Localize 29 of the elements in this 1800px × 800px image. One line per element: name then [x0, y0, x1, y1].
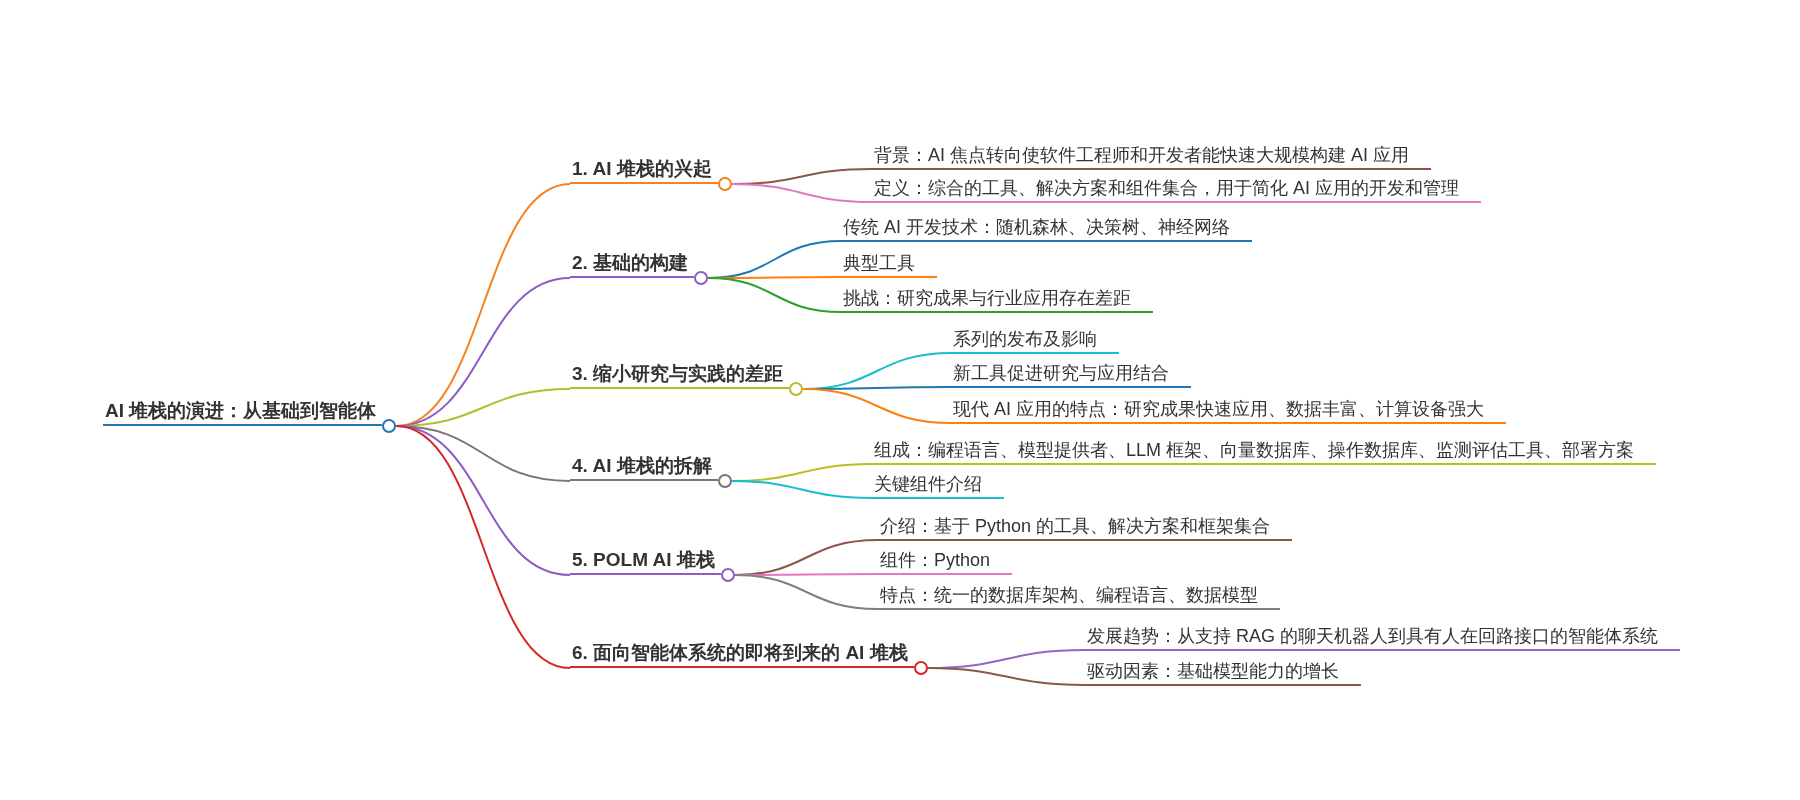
root-topic-label: AI 堆栈的演进：从基础到智能体: [103, 399, 383, 426]
topic-label: 驱动因素：基础模型能力的增长: [1085, 659, 1361, 686]
branch-topic-label: 4. AI 堆栈的拆解: [570, 454, 718, 481]
connector-line: [926, 667, 1086, 686]
connector-line: [730, 183, 873, 203]
topic-label: 组件：Python: [878, 548, 1013, 575]
branch-topic-label: 6. 面向智能体系统的即将到来的 AI 堆栈: [570, 641, 914, 668]
topic-label: 新工具促进研究与应用结合: [951, 361, 1191, 388]
topic-label: 挑战：研究成果与行业应用存在差距: [841, 286, 1153, 313]
topic-label: 介绍：基于 Python 的工具、解决方案和框架集合: [878, 514, 1293, 541]
topic-label: 背景：AI 焦点转向使软件工程师和开发者能快速大规模构建 AI 应用: [872, 143, 1432, 170]
branch-topic-label: 2. 基础的构建: [570, 251, 695, 278]
topic-label: 系列的发布及影响: [951, 327, 1119, 354]
connector-line: [730, 480, 873, 499]
topic-label: 发展趋势：从支持 RAG 的聊天机器人到具有人在回路接口的智能体系统: [1085, 624, 1680, 651]
topic-label: 特点：统一的数据库架构、编程语言、数据模型: [878, 583, 1280, 610]
connector-line: [802, 388, 952, 424]
branch-topic-label: 3. 缩小研究与实践的差距: [570, 362, 790, 389]
topic-label: 组成：编程语言、模型提供者、LLM 框架、向量数据库、操作数据库、监测评估工具、部署方案: [872, 438, 1657, 465]
topic-label: 定义：综合的工具、解决方案和组件集合，用于简化 AI 应用的开发和管理: [872, 176, 1481, 203]
connector-line: [733, 574, 879, 610]
branch-topic-label: 1. AI 堆栈的兴起: [570, 157, 718, 184]
branch-topic-label: 5. POLM AI 堆栈: [570, 548, 721, 575]
topic-label: 传统 AI 开发技术：随机森林、决策树、神经网络: [841, 215, 1252, 242]
connector-line: [395, 425, 571, 669]
topic-label: 典型工具: [841, 251, 937, 278]
topic-label: 关键组件介绍: [872, 472, 1004, 499]
topic-label: 现代 AI 应用的特点：研究成果快速应用、数据丰富、计算设备强大: [951, 397, 1506, 424]
connector-line: [707, 277, 842, 313]
